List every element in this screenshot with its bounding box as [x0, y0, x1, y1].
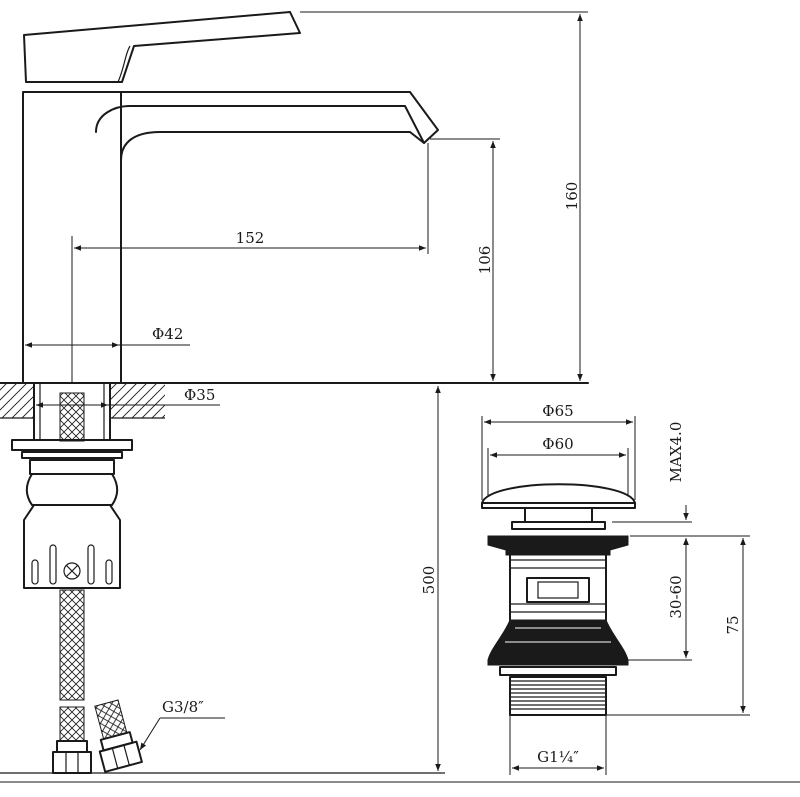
waste-backnut: [499, 666, 617, 676]
faucet-lever-joint: [117, 45, 131, 83]
counter-hatch-right: [110, 384, 165, 418]
faucet-lever: [23, 11, 301, 83]
dim-cap-inner: Φ60: [542, 435, 573, 453]
faucet-shank: [33, 382, 111, 441]
waste-overflow-slot: [526, 577, 590, 603]
waste-stem: [524, 507, 593, 523]
dim-height-total: 160: [563, 182, 581, 211]
faucet-spout: [95, 91, 439, 144]
dim-shank-diameter: Φ35: [184, 386, 215, 404]
waste-dimensions: Φ65 Φ60 MAX4.0 30-60 75 G1¼″: [481, 402, 750, 775]
dim-waste-range: 30-60: [667, 575, 685, 618]
waste-thread: [509, 676, 607, 716]
mounting-fixing: [23, 504, 121, 589]
dim-spout-height: 106: [476, 246, 494, 275]
waste-body: [509, 554, 607, 621]
fixing-bolt: [63, 562, 81, 580]
hose-end-braid-left: [59, 706, 85, 742]
dim-waste-thread: G1¼″: [537, 748, 579, 766]
faucet: [0, 11, 589, 774]
shank-braid: [59, 392, 85, 442]
dim-cap-lift: MAX4.0: [667, 422, 685, 483]
mounting-washer: [11, 439, 133, 451]
dim-waste-height: 75: [724, 615, 742, 634]
popup-waste: [481, 483, 636, 716]
dim-spout-reach: 152: [236, 229, 265, 247]
faucet-dimensions: 160 106 152 Φ42 Φ35 500 G3/8″: [25, 11, 588, 771]
mounting-nut: [25, 473, 119, 506]
waste-flange: [487, 535, 629, 556]
faucet-spout-inner: [120, 131, 425, 384]
dim-cap-outer: Φ65: [542, 402, 573, 420]
dim-hose-length: 500: [420, 566, 438, 595]
dim-hose-thread: G3/8″: [162, 698, 204, 716]
hose-end-fitting-left: [56, 740, 88, 753]
counter-hatch-left: [0, 384, 34, 418]
dim-body-diameter: Φ42: [152, 325, 183, 343]
braided-hose: [59, 589, 85, 701]
waste-cap: [481, 483, 636, 504]
